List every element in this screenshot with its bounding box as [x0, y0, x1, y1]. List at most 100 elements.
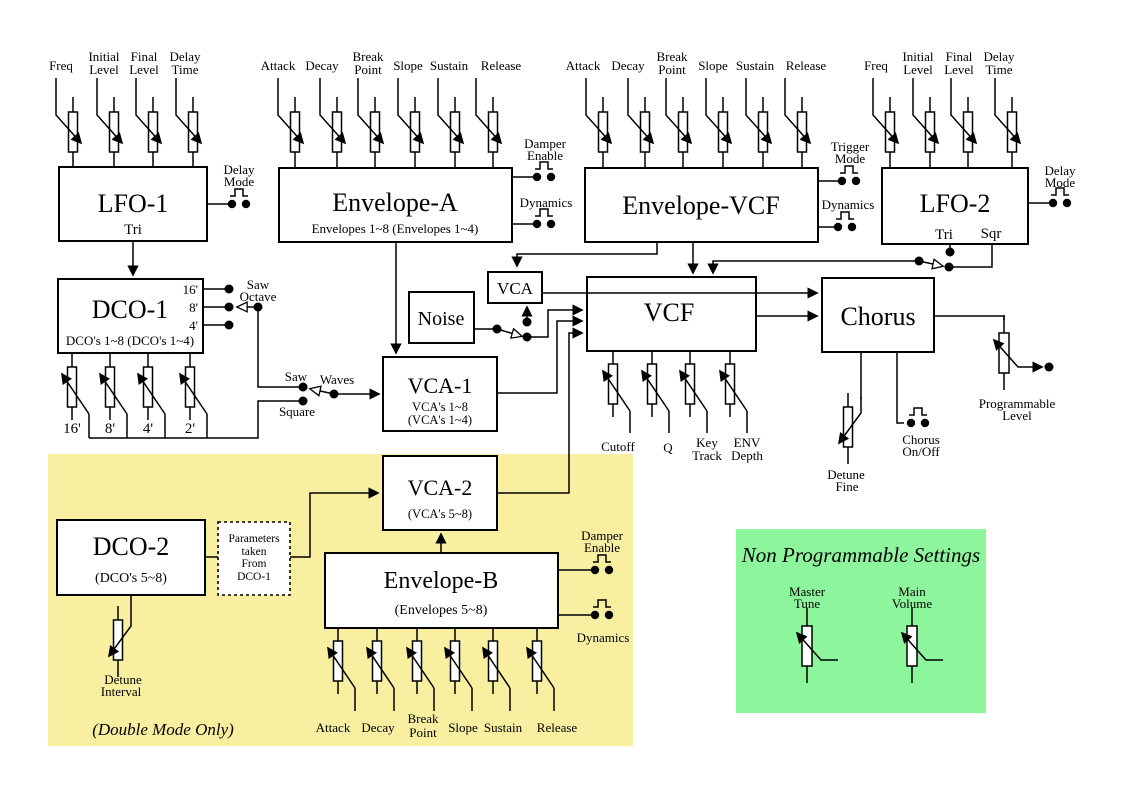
dco1-oct16-label: 16': [183, 282, 198, 297]
lfo2-freq-label: Freq: [864, 58, 888, 73]
chorus-box: [821, 277, 935, 353]
noise-direct-contact: [522, 332, 532, 342]
envdepth-label-2: Depth: [731, 448, 763, 463]
envvcf-sustain-label: Sustain: [736, 58, 775, 73]
lfo1-delaymode-label-2: Mode: [224, 174, 255, 189]
chorus-title: Chorus: [840, 302, 915, 331]
vca2-sub: (VCA's 5~8): [408, 507, 472, 521]
dco1-sub: DCO's 1~8 (DCO's 1~4): [66, 333, 194, 348]
enva-breakpoint-slider: [358, 78, 383, 167]
level-out-terminal: [1044, 362, 1054, 372]
lfo2-delay-mode-switch: [1048, 187, 1072, 208]
non-programmable-region: [736, 529, 986, 713]
detune-fine-label-2: Fine: [835, 479, 858, 494]
lfo1-delaymode-label-1: Delay: [223, 162, 255, 177]
mix8-label: 8': [105, 421, 116, 437]
envb-damper-label-1: Damper: [581, 528, 624, 543]
chorus-onoff-label-1: Chorus: [902, 432, 940, 447]
lfo1-final-label-2: Level: [129, 62, 159, 77]
envdepth-label-1: ENV: [734, 435, 761, 450]
params-box-line-3: From: [242, 558, 267, 570]
square-contact: [298, 396, 308, 406]
envb-decay-label: Decay: [361, 720, 395, 735]
dco2-sub: (DCO's 5~8): [95, 571, 167, 586]
dco1-4-slider: [138, 353, 165, 420]
lfo1-delay-label-2: Time: [172, 62, 199, 77]
params-box-line-1: Parameters: [228, 533, 280, 545]
envvcf-decay-slider: [628, 78, 653, 167]
wire-mix-bus-to-square: [89, 400, 299, 439]
enva-title: Envelope-A: [332, 188, 458, 217]
lfo1-delay-mode-switch: [227, 188, 251, 209]
lfo1-title: LFO-1: [98, 189, 169, 218]
enva-attack-slider: [278, 78, 303, 167]
keytrack-label-2: Track: [692, 448, 722, 463]
wire-lfo2-to-vcf: [707, 260, 919, 275]
saw-label: Saw: [285, 369, 308, 384]
vca1-sub-2: (VCA's 1~4): [408, 413, 472, 427]
master-tune-label-1: Master: [789, 584, 826, 599]
lfo2-final-label-1: Final: [946, 49, 973, 64]
envelope-vcf-box: [584, 167, 819, 243]
enva-decay-label: Decay: [305, 58, 339, 73]
chorus-onoff-label-2: On/Off: [902, 444, 940, 459]
dco1-oct4-label: 4': [189, 318, 198, 333]
waves-label: Waves: [320, 372, 354, 387]
detune-fine-pot: [839, 393, 861, 464]
saw-contact: [298, 382, 308, 392]
envvcf-dynamics-switch: [833, 211, 857, 232]
vca2-box: [382, 455, 498, 531]
envb-release-label: Release: [537, 720, 578, 735]
lfo2-freq-slider: [873, 78, 898, 167]
enva-damper-label-1: Damper: [524, 136, 567, 151]
envvcf-break-label: Break: [656, 49, 688, 64]
saw-octave-label-1: Saw: [247, 277, 270, 292]
wire-chorus-onoff: [896, 352, 904, 424]
lfo2-sqr-label: Sqr: [981, 226, 1002, 242]
lfo2-initial-label-1: Initial: [902, 49, 933, 64]
non-programmable-title: Non Programmable Settings: [741, 543, 980, 567]
noise-title: Noise: [418, 308, 465, 330]
enva-slope-slider: [398, 78, 423, 167]
prog-level-label-2: Level: [1002, 408, 1032, 423]
vcf-title: VCF: [644, 298, 695, 327]
envb-dynamics-label: Dynamics: [577, 630, 630, 645]
lfo1-delay-label-1: Delay: [169, 49, 201, 64]
vcf-box: [586, 276, 757, 352]
mix4-label: 4': [143, 421, 154, 437]
wire-vca2-to-vcf: [497, 327, 584, 494]
envvcf-title: Envelope-VCF: [622, 191, 779, 220]
enva-slope-label: Slope: [393, 58, 423, 73]
dco2-title: DCO-2: [93, 532, 170, 561]
lfo1-freq-label: Freq: [49, 58, 73, 73]
vcf-keytrack-slider: [680, 350, 707, 417]
lfo2-delay-time-slider: [995, 78, 1020, 167]
dco1-16-slider: [62, 353, 89, 420]
envvcf-slope-label: Slope: [698, 58, 728, 73]
labels: Freq Initial Level Final Level Delay Tim…: [49, 49, 1076, 740]
envvcf-dynamics-label: Dynamics: [822, 197, 875, 212]
lfo1-wave-label: Tri: [124, 222, 142, 238]
vcf-q-slider: [642, 350, 669, 417]
chorus-onoff-switch: [906, 407, 930, 428]
envb-damper-label-2: Enable: [584, 540, 620, 555]
vca1-box: [382, 356, 498, 432]
lfo1-initial-label-2: Level: [89, 62, 119, 77]
wire-chorus-to-level: [934, 315, 1005, 320]
envb-attack-label: Attack: [316, 720, 351, 735]
lfo2-delaymode-label-1: Delay: [1044, 163, 1076, 178]
dco2-box: [56, 519, 206, 596]
keytrack-label-1: Key: [696, 435, 718, 450]
envb-point-label: Point: [409, 725, 437, 740]
envb-slope-label: Slope: [448, 720, 478, 735]
enva-damper-switch: [532, 161, 556, 182]
lfo1-final-label-1: Final: [131, 49, 158, 64]
wire-noise-to-vcf: [527, 304, 584, 338]
enva-break-label: Break: [352, 49, 384, 64]
lfo2-sqr-contact: [944, 262, 954, 272]
envvcf-trigger-label-1: Trigger: [831, 139, 870, 154]
octave-wiper-contact: [253, 302, 263, 312]
envelope-a-box: [278, 167, 513, 243]
dco1-2-slider: [180, 353, 207, 420]
